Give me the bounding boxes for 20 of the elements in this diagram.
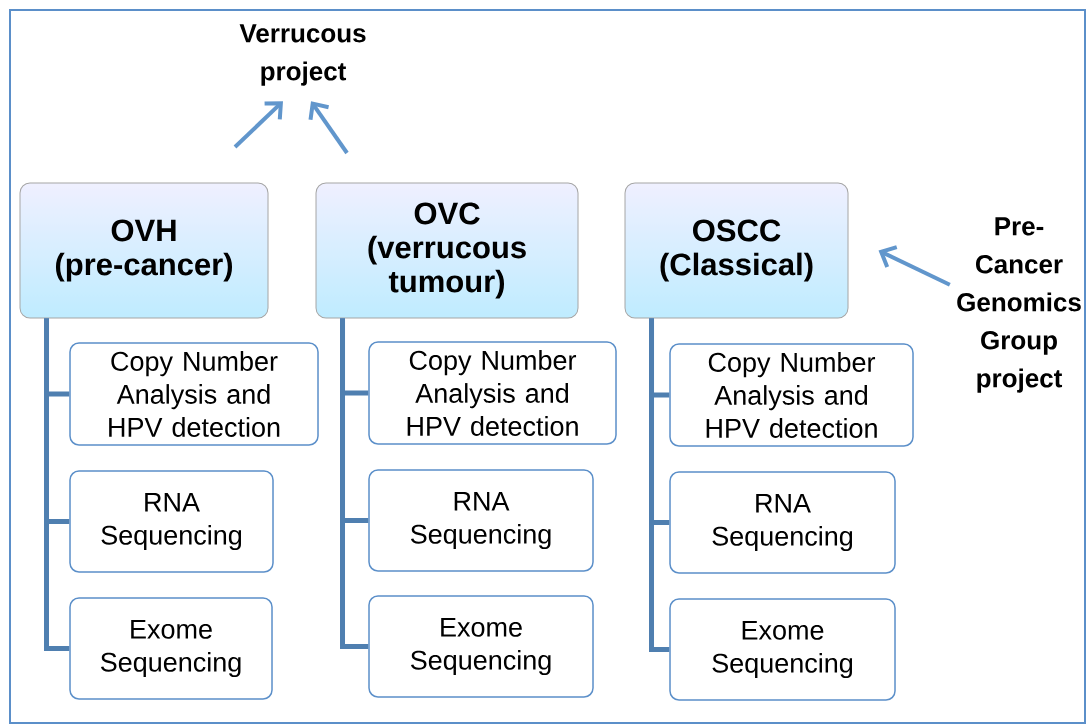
method-box: RNA Sequencing <box>368 469 594 572</box>
method-box: RNA Sequencing <box>669 471 896 574</box>
method-box: Exome Sequencing <box>669 598 896 701</box>
project-label: Verrucous project <box>239 24 366 86</box>
arrow <box>233 101 283 149</box>
method-box: Copy Number Analysis and HPV detection <box>69 342 319 446</box>
header-box: OVC (verrucous tumour) <box>315 182 579 319</box>
method-box: Exome Sequencing <box>69 597 273 700</box>
connector-line <box>340 318 369 649</box>
method-box: Copy Number Analysis and HPV detection <box>669 343 914 447</box>
header-box: OVH (pre-cancer) <box>19 182 269 319</box>
project-label: Pre-Cancer Genomics Group project <box>957 217 1081 393</box>
method-box: RNA Sequencing <box>69 470 274 573</box>
arrow <box>308 101 349 155</box>
connector-line <box>44 318 70 651</box>
method-box: Exome Sequencing <box>368 595 594 698</box>
method-box: Copy Number Analysis and HPV detection <box>368 341 617 445</box>
arrow <box>878 245 951 287</box>
connector-line <box>649 318 670 652</box>
header-box: OSCC (Classical) <box>624 182 849 319</box>
